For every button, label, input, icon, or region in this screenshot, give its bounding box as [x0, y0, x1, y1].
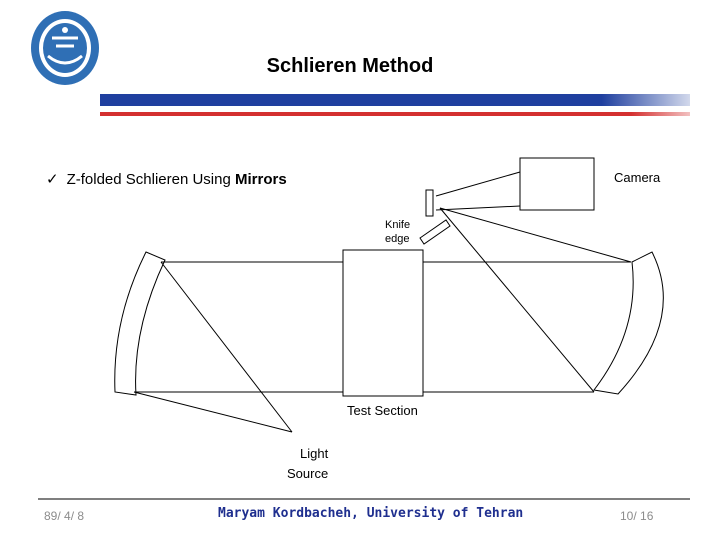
- camera-label: Camera: [614, 170, 661, 185]
- footer-date: 89/ 4/ 8: [44, 509, 85, 523]
- focus-ray-lower: [439, 207, 595, 393]
- bullet-text: Z-folded Schlieren Using: [66, 171, 235, 188]
- header-bands: [100, 94, 690, 116]
- university-logo: [31, 11, 99, 85]
- knife-edge-bar: [425, 189, 434, 217]
- right-mirror: [593, 251, 664, 395]
- bullet-point: ✓ Z-folded Schlieren Using Mirrors: [46, 170, 287, 188]
- camera-box: [519, 157, 595, 211]
- bullet-emphasis: Mirrors: [235, 171, 287, 188]
- knife-edge-blade: [419, 219, 451, 245]
- test-section-label: Test Section: [347, 403, 418, 418]
- knife-edge-label: Knife edge: [385, 218, 410, 246]
- light-ray-upper: [160, 261, 293, 433]
- knife-label-line2: edge: [385, 233, 410, 245]
- focus-ray-upper: [439, 207, 632, 263]
- light-source-label: Light Source: [287, 444, 328, 484]
- page-number: 10/ 16: [620, 509, 654, 523]
- left-mirror: [114, 251, 166, 396]
- camera-ray-upper: [435, 171, 521, 197]
- light-ray-lower: [133, 391, 293, 433]
- knife-label-line1: Knife: [385, 219, 411, 231]
- page-title: Schlieren Method: [266, 55, 434, 77]
- check-mark-icon: ✓: [46, 171, 59, 188]
- test-section-box: [342, 249, 424, 397]
- camera-ray-lower: [435, 205, 521, 211]
- footer-divider: [38, 498, 690, 500]
- light-label-line1: Light: [300, 446, 329, 461]
- light-label-line2: Source: [287, 466, 329, 481]
- footer-author: Maryam Kordbacheh, University of Tehran: [218, 506, 524, 521]
